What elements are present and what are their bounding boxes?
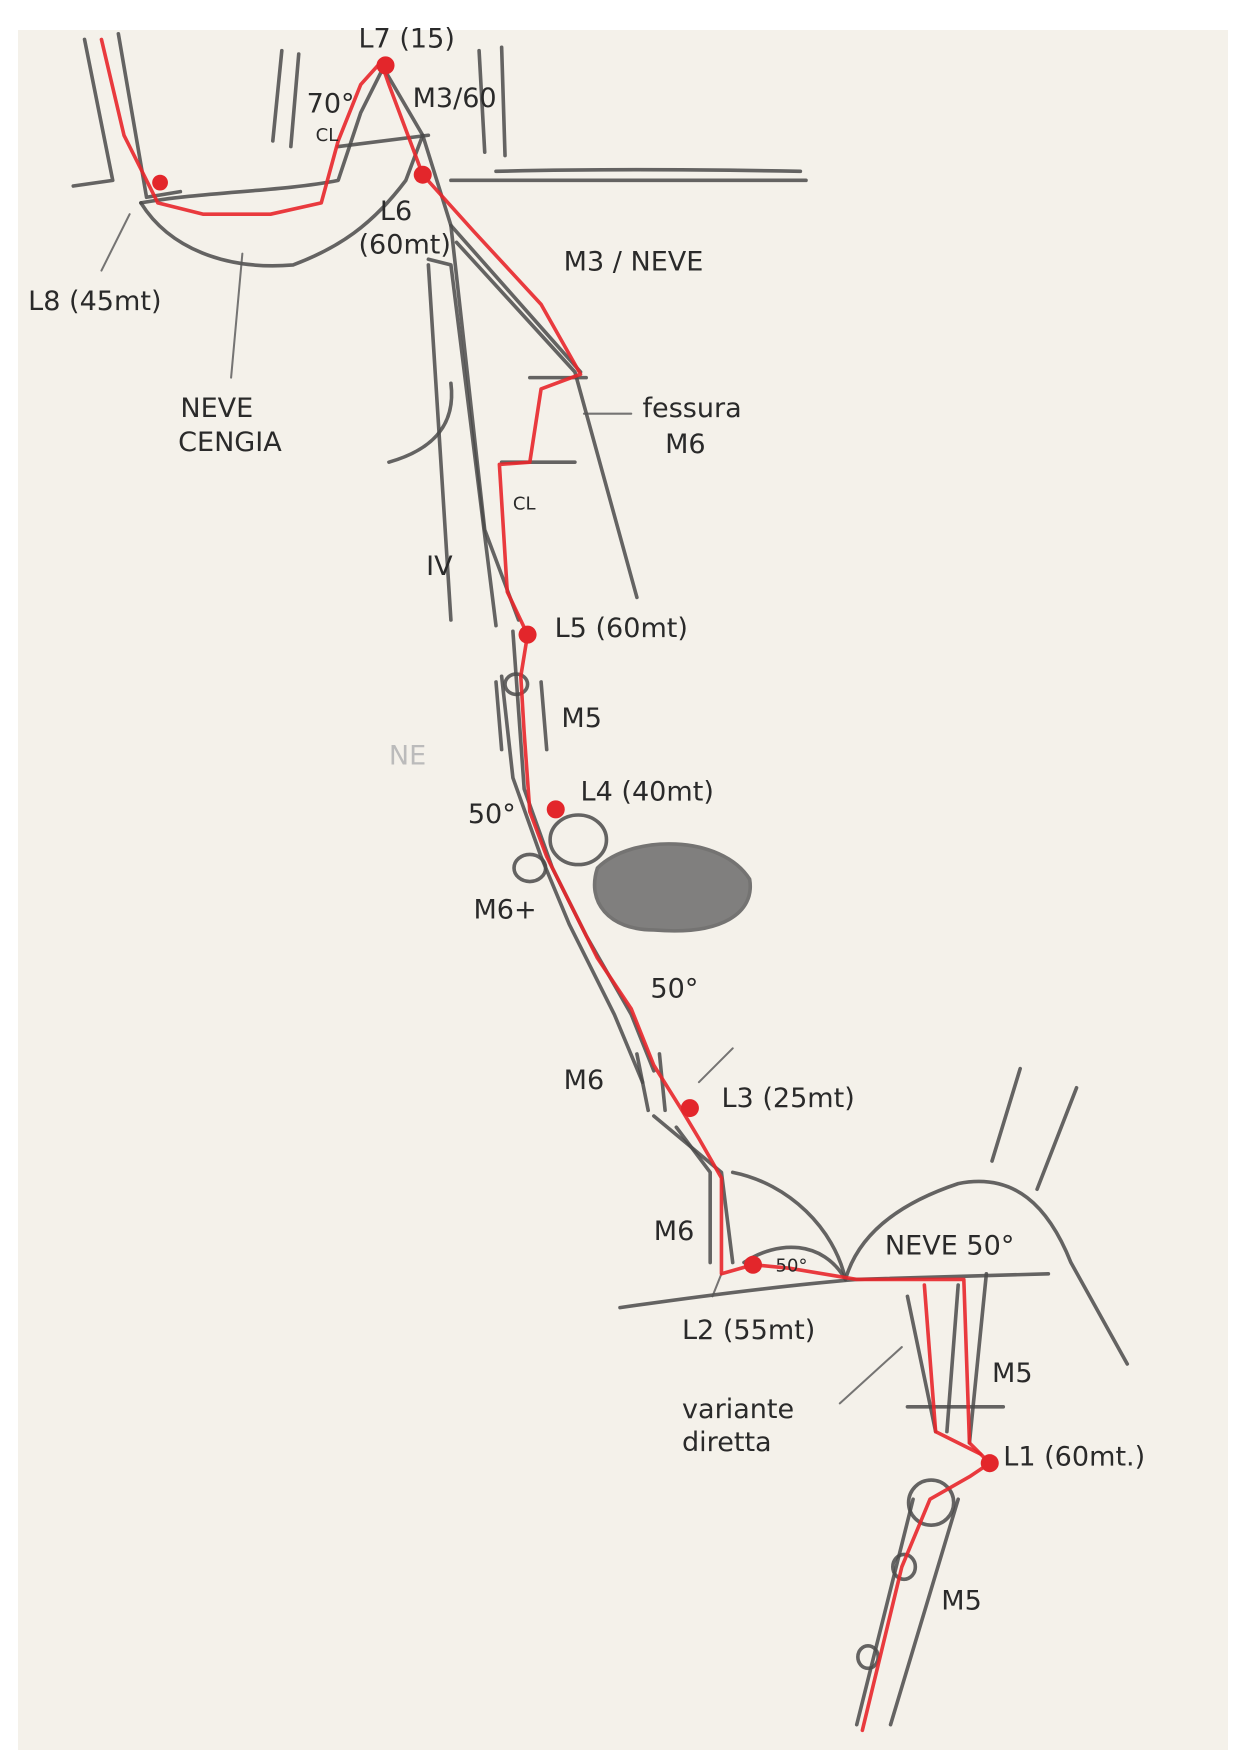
belay-l7 xyxy=(376,56,395,75)
label-m5-l1: M5 xyxy=(992,1358,1033,1389)
label-cengia: CENGIA xyxy=(178,427,282,458)
belay-l1 xyxy=(980,1454,999,1473)
label-l2: L2 (55mt) xyxy=(682,1315,815,1346)
label-diretta: diretta xyxy=(682,1427,772,1458)
label-ne: NE xyxy=(389,740,426,771)
label-l6-length: (60mt) xyxy=(358,230,450,261)
label-50deg-l2: 50° xyxy=(776,1256,808,1277)
label-m6-plus: M6+ xyxy=(473,895,536,926)
label-70deg: 70° xyxy=(307,89,355,120)
label-m5-bottom: M5 xyxy=(941,1586,982,1617)
belay-l4 xyxy=(546,800,565,819)
label-variante: variante xyxy=(682,1394,794,1425)
label-l5: L5 (60mt) xyxy=(555,613,688,644)
belay-l3 xyxy=(680,1099,699,1118)
label-neve: NEVE xyxy=(180,393,253,424)
label-m5-upper: M5 xyxy=(561,703,602,734)
label-m6-l2: M6 xyxy=(654,1216,695,1247)
label-m3-60: M3/60 xyxy=(413,83,497,114)
label-50deg-mid: 50° xyxy=(650,974,698,1005)
label-iv: IV xyxy=(426,551,453,582)
label-m6-l3: M6 xyxy=(564,1065,605,1096)
label-fessura: fessura xyxy=(643,393,742,424)
label-50deg-l4: 50° xyxy=(468,799,516,830)
label-l1: L1 (60mt.) xyxy=(1003,1441,1145,1472)
belay-l5 xyxy=(518,625,537,644)
rock-outlines xyxy=(71,32,1130,1727)
label-l7: L7 (15) xyxy=(358,23,454,54)
label-neve-50: NEVE 50° xyxy=(885,1231,1014,1262)
variante-diretta-line xyxy=(922,1283,983,1456)
climbing-route-line xyxy=(99,37,992,1733)
label-m3-neve: M3 / NEVE xyxy=(564,247,704,278)
label-cl-top: CL xyxy=(316,125,339,146)
belay-l8 xyxy=(152,174,168,191)
label-l4: L4 (40mt) xyxy=(581,776,714,807)
belay-l2 xyxy=(744,1255,763,1274)
topo-labels: L8 (45mt) L7 (15) 70° CL M3/60 L6 (60mt)… xyxy=(28,23,1145,1616)
label-fessura-grade: M6 xyxy=(665,429,706,460)
label-l8: L8 (45mt) xyxy=(28,286,161,317)
label-l3: L3 (25mt) xyxy=(721,1083,854,1114)
label-cl-mid: CL xyxy=(513,494,536,515)
label-l6: L6 xyxy=(380,196,412,227)
belay-l6 xyxy=(413,165,432,184)
belay-stations xyxy=(152,56,999,1473)
